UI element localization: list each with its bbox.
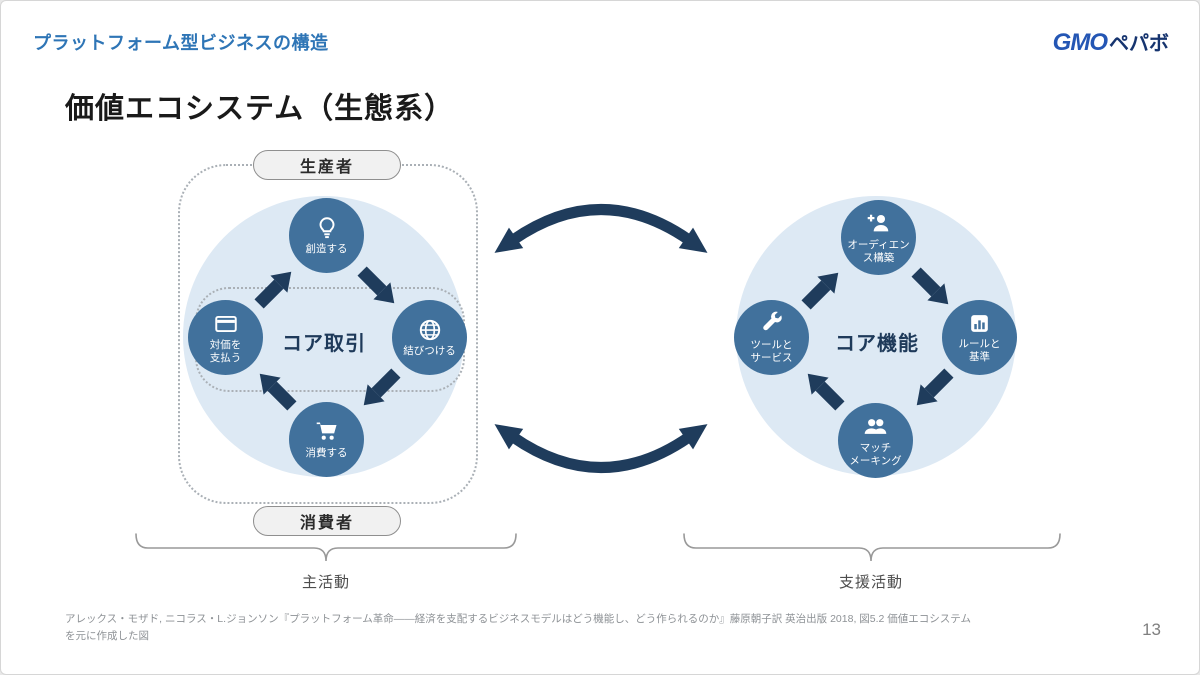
producer-pill: 生産者: [253, 150, 401, 180]
bar-chart-icon: [971, 315, 988, 333]
node-connect: 結びつける: [392, 300, 467, 375]
support-activity-label: 支援活動: [838, 574, 903, 591]
node-matchmaking: マッチ メーキング: [838, 403, 913, 478]
core-function-label: コア機能: [835, 333, 919, 355]
node-rules-standards: ルールと 基準: [942, 300, 1017, 375]
company-logo: GMO ペパボ: [1053, 27, 1169, 57]
node-tools-services: ツールと サービス: [734, 300, 809, 375]
node-label: 創造する: [305, 243, 348, 256]
node-pay: 対価を 支払う: [188, 300, 263, 375]
node-label: 結びつける: [403, 345, 456, 358]
globe-icon: [419, 320, 440, 341]
node-label: ルールと 基準: [958, 338, 1001, 363]
person-add-icon: [867, 215, 889, 232]
slide-kicker: プラットフォーム型ビジネスの構造: [33, 33, 329, 53]
people-icon: [864, 419, 887, 435]
node-label: マッチ メーキング: [849, 442, 902, 467]
logo-gmo-text: GMO: [1052, 29, 1108, 56]
main-activity-label: 主活動: [301, 574, 350, 591]
left-brace: [135, 533, 517, 562]
top-exchange-arrow-icon: [494, 204, 708, 253]
credit-card-icon: [214, 315, 237, 332]
lightbulb-icon: [319, 217, 334, 239]
node-consume: 消費する: [289, 402, 364, 477]
core-transaction-label: コア取引: [282, 333, 366, 355]
node-audience-building: オーディエン ス構築: [841, 200, 916, 275]
bottom-exchange-arrow-icon: [494, 424, 708, 473]
wrench-icon: [762, 311, 782, 331]
cart-icon: [316, 422, 337, 441]
right-brace: [683, 533, 1061, 562]
node-label: ツールと サービス: [750, 338, 793, 364]
node-label: 消費する: [305, 447, 348, 460]
logo-pepabo-text: ペパボ: [1109, 33, 1169, 55]
page-number: 13: [1142, 620, 1161, 639]
node-label: オーディエン ス構築: [847, 239, 910, 264]
node-create: 創造する: [289, 198, 364, 273]
source-citation: アレックス・モザド, ニコラス・L.ジョンソン『プラットフォーム革命――経済を支…: [65, 613, 971, 642]
node-label: 対価を 支払う: [209, 338, 242, 364]
page-title: 価値エコシステム（生態系）: [65, 93, 455, 125]
consumer-pill: 消費者: [253, 506, 401, 536]
